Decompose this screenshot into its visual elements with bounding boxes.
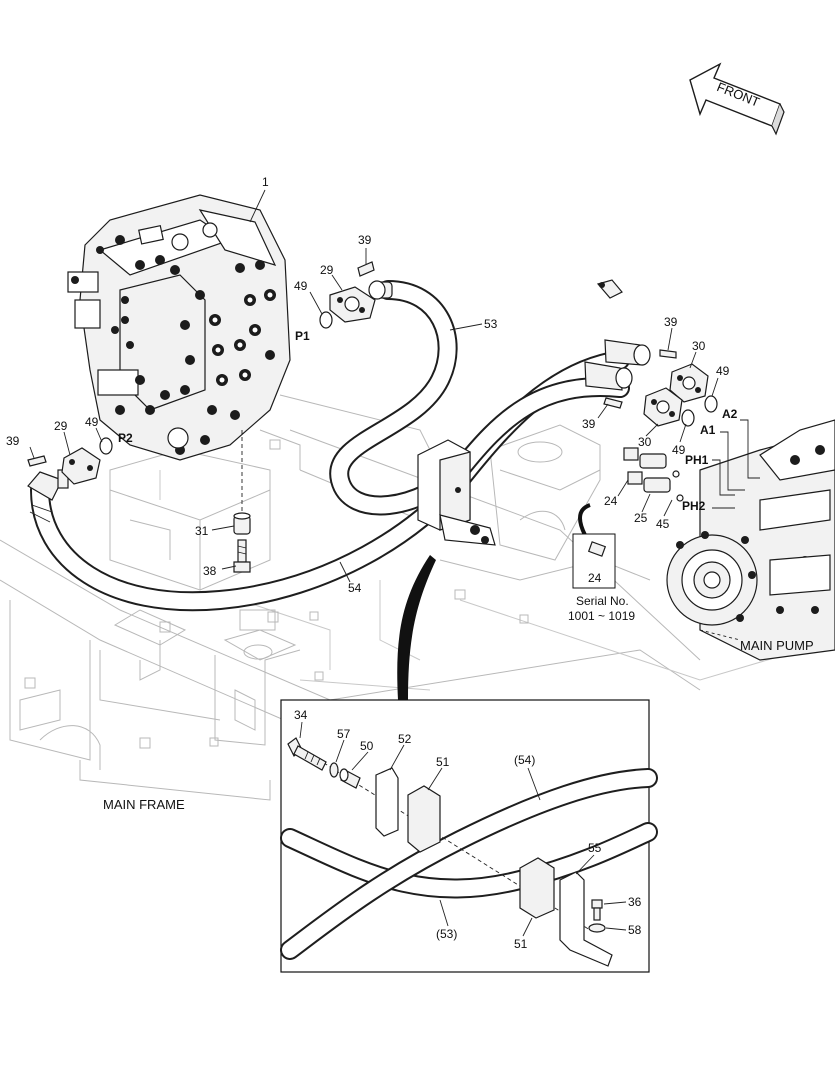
label-49-right-top: 49 — [716, 364, 730, 378]
label-53: 53 — [484, 317, 498, 331]
label-39-left: 39 — [6, 434, 20, 448]
detail-label-51-upper: 51 — [436, 755, 450, 769]
washer-58 — [588, 923, 606, 933]
split-flange-30-lower — [603, 387, 695, 427]
plate-52 — [375, 767, 399, 837]
detail-label-50: 50 — [360, 739, 374, 753]
label-24-inset: 24 — [588, 571, 602, 585]
serial-inset: 24 Serial No. 1001 ~ 1019 — [568, 503, 635, 623]
label-30-lower: 30 — [638, 435, 652, 449]
label-1: 1 — [262, 175, 269, 189]
detail-label-53: (53) — [436, 927, 457, 941]
hose-clamp-bracket — [417, 439, 496, 546]
label-29-top: 29 — [320, 263, 334, 277]
port-p1: P1 — [295, 329, 310, 343]
bracket-55 — [559, 871, 613, 967]
spacer-50 — [339, 768, 361, 789]
main-pump — [666, 419, 835, 661]
hose-54-end-fitting — [27, 469, 69, 501]
detail-box — [280, 699, 658, 973]
label-39-top: 39 — [358, 233, 372, 247]
label-25: 25 — [634, 511, 648, 525]
detail-label-57: 57 — [337, 727, 351, 741]
label-49-left: 49 — [85, 415, 99, 429]
detail-label-34: 34 — [294, 708, 308, 722]
clamp-51-upper — [407, 785, 441, 853]
bolt-36 — [591, 899, 603, 921]
port-a2: A2 — [722, 407, 738, 421]
detail-label-52: 52 — [398, 732, 412, 746]
serial-range: 1001 ~ 1019 — [568, 609, 635, 623]
label-39-right: 39 — [582, 417, 596, 431]
port-ph2: PH2 — [682, 499, 706, 513]
port-a1: A1 — [700, 423, 716, 437]
bolt-38 — [233, 539, 251, 573]
detail-pointer — [397, 555, 436, 700]
part-number-labels: 1 39 29 49 P1 53 29 49 P2 39 31 38 54 39… — [6, 175, 814, 951]
detail-label-55: 55 — [588, 841, 602, 855]
fittings-24-25 — [623, 447, 684, 502]
main-pump-label: MAIN PUMP — [740, 638, 814, 653]
split-flange-29-left — [27, 437, 113, 485]
bolt-34 — [287, 737, 327, 771]
sensor-fitting — [596, 279, 623, 299]
label-31: 31 — [195, 524, 209, 538]
leader-lines — [29, 189, 760, 583]
label-39-right-top: 39 — [664, 315, 678, 329]
split-flange-30-upper — [659, 349, 718, 413]
serial-label: Serial No. — [576, 594, 629, 608]
hose-53 — [329, 280, 630, 516]
label-30-upper: 30 — [692, 339, 706, 353]
label-54: 54 — [348, 581, 362, 595]
control-valve — [67, 194, 291, 515]
port-ph1: PH1 — [685, 453, 709, 467]
port-p2: P2 — [118, 431, 133, 445]
clamp-51-lower — [519, 857, 555, 919]
spacer-31 — [233, 512, 251, 535]
split-flange-29-top — [319, 261, 376, 329]
label-29-left: 29 — [54, 419, 68, 433]
washer-57 — [329, 762, 339, 778]
detail-label-51-lower: 51 — [514, 937, 528, 951]
label-24: 24 — [604, 494, 618, 508]
detail-label-54: (54) — [514, 753, 535, 767]
label-45: 45 — [656, 517, 670, 531]
detail-label-36: 36 — [628, 895, 642, 909]
label-38: 38 — [203, 564, 217, 578]
detail-label-58: 58 — [628, 923, 642, 937]
hose-53-end-fitting — [368, 280, 393, 300]
label-49-top: 49 — [294, 279, 308, 293]
pump-side-fittings — [584, 339, 651, 391]
label-49-right: 49 — [672, 443, 686, 457]
main-frame-label: MAIN FRAME — [103, 797, 185, 812]
front-direction-arrow: FRONT — [689, 62, 785, 136]
